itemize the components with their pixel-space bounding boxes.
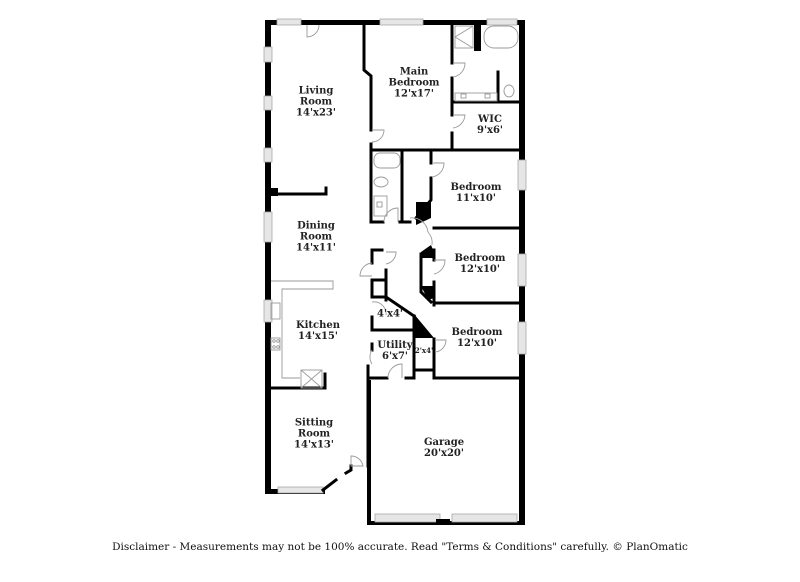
room-name: Bedroom <box>388 77 440 89</box>
room-dimensions: 14'x15' <box>298 331 338 342</box>
room-name: WIC <box>478 114 502 125</box>
room-dimensions: 12'x10' <box>457 338 497 349</box>
interior-walls <box>269 22 524 493</box>
room-dining-room: Dining Room 14'x11' <box>296 221 336 254</box>
room-wic: WIC 9'x6' <box>477 114 503 136</box>
room-name: Bedroom <box>450 182 502 193</box>
kitchen-counters <box>270 280 334 389</box>
room-dimensions: 14'x13' <box>294 439 334 451</box>
room-sitting-room: Sitting Room 14'x13' <box>294 418 334 451</box>
room-bedroom-1: Bedroom 11'x10' <box>451 182 502 204</box>
room-living-room: Living Room 14'x23' <box>296 86 336 119</box>
room-name: Bedroom <box>454 253 506 264</box>
room-closet-4x4: 4'x4' <box>377 309 403 320</box>
room-name: Utility <box>377 340 413 351</box>
room-dimensions: 6'x7' <box>381 351 409 362</box>
room-dimensions: 4'x4' <box>376 308 404 320</box>
room-dimensions: 11'x10' <box>456 193 496 204</box>
bath-fixtures <box>373 25 519 217</box>
room-name: Room <box>299 231 333 243</box>
room-bedroom-3: Bedroom 12'x10' <box>452 327 503 349</box>
windows <box>263 18 527 523</box>
door-swings <box>306 24 466 467</box>
room-name: Bedroom <box>451 327 503 338</box>
room-name: Kitchen <box>295 320 341 331</box>
room-dimensions: 14'x11' <box>296 242 336 254</box>
room-name: Room <box>297 428 331 440</box>
disclaimer-text: Disclaimer - Measurements may not be 100… <box>112 541 688 553</box>
room-dimensions: 2'x4' <box>414 346 434 355</box>
room-garage: Garage 20'x20' <box>424 437 464 459</box>
room-dimensions: 9'x6' <box>476 125 504 136</box>
room-dimensions: 20'x20' <box>424 448 464 459</box>
room-closet-2x4: 2'x4' <box>415 347 433 355</box>
room-kitchen: Kitchen 14'x15' <box>296 320 340 342</box>
room-name: Room <box>299 96 333 108</box>
room-name: Sitting <box>294 417 334 429</box>
room-name: Main <box>399 66 429 78</box>
room-dimensions: 14'x23' <box>296 107 336 119</box>
room-dimensions: 12'x17' <box>394 88 434 100</box>
room-utility: Utility 6'x7' <box>377 340 412 362</box>
wall-blocks <box>266 24 481 525</box>
room-name: Garage <box>423 437 465 448</box>
room-main-bedroom: Main Bedroom 12'x17' <box>389 67 440 100</box>
room-name: Dining <box>297 220 335 232</box>
room-name: Living <box>298 85 334 97</box>
room-dimensions: 12'x10' <box>460 264 500 275</box>
room-bedroom-2: Bedroom 12'x10' <box>455 253 506 275</box>
